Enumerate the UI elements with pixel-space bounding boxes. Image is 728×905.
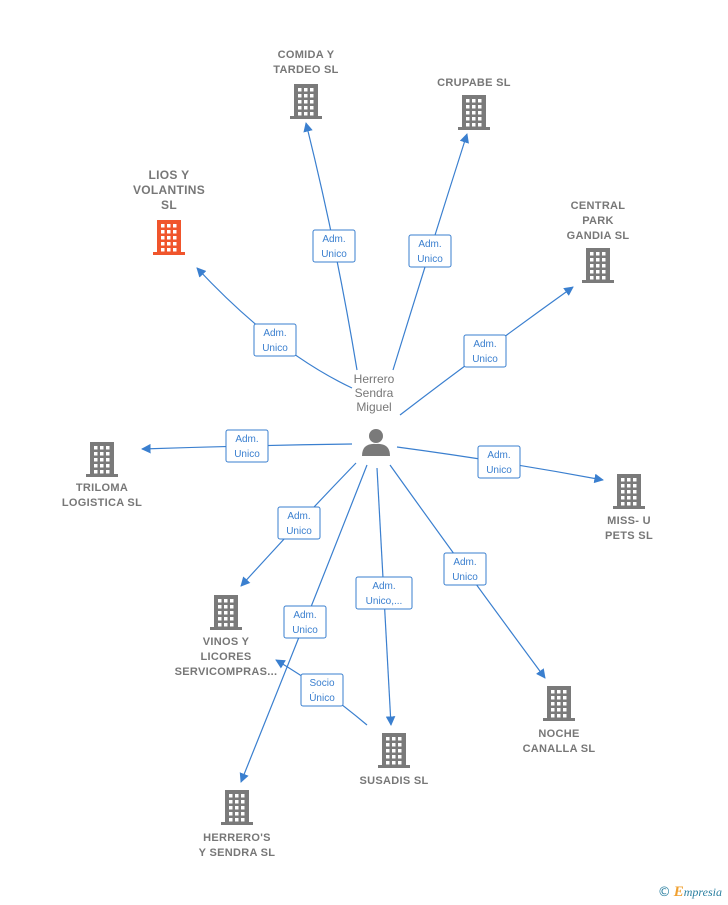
edge-label-box[interactable] <box>225 429 269 463</box>
edge-center-crupabe[interactable]: Adm. Unico <box>392 133 469 371</box>
edge-center-lios[interactable]: Adm. Unico <box>196 267 353 389</box>
brand-logo: ©Empresia <box>657 884 722 900</box>
company-label: COMIDA Y <box>278 49 335 61</box>
company-label: MISS- U <box>607 515 651 527</box>
edge-label: Adm. <box>487 450 510 461</box>
company-node-noche[interactable]: NOCHE CANALLA SL <box>523 686 596 755</box>
person-name-label: Herrero <box>354 372 395 386</box>
building-icon <box>458 95 490 130</box>
building-icon <box>582 248 614 283</box>
building-icon <box>221 790 253 825</box>
company-label: TARDEO SL <box>273 64 338 76</box>
building-icon <box>153 220 185 255</box>
edge-center-miss[interactable]: Adm. Unico <box>396 445 604 484</box>
edge-center-comida[interactable]: Adm. Unico <box>303 122 358 371</box>
edge-label: Unico <box>472 354 498 365</box>
edge-label-box[interactable] <box>408 234 452 268</box>
building-icon <box>290 84 322 119</box>
edge-label: Único <box>309 691 335 704</box>
company-label: CRUPABE SL <box>437 77 511 89</box>
building-icon <box>86 442 118 477</box>
edge-label: Adm. <box>473 339 496 350</box>
edge-label-box[interactable] <box>355 576 413 610</box>
edge-center-herreros[interactable]: Adm. Unico <box>239 464 368 783</box>
company-label: CENTRAL <box>571 200 626 212</box>
edge-center-triloma[interactable]: Adm. Unico <box>141 429 353 463</box>
building-icon <box>543 686 575 721</box>
edge-label: Adm. <box>372 581 395 592</box>
edge-label: Unico <box>321 249 347 260</box>
company-node-vinos[interactable]: VINOS Y LICORES SERVICOMPRAS... <box>175 595 278 678</box>
person-icon <box>362 429 390 456</box>
company-node-central[interactable]: CENTRAL PARK GANDIA SL <box>567 200 630 283</box>
building-icon <box>210 595 242 630</box>
edge-label: Socio <box>309 678 334 689</box>
edge-label-box[interactable] <box>463 334 507 368</box>
company-label: PARK <box>582 215 614 227</box>
edge-label-box[interactable] <box>443 552 487 586</box>
company-node-miss[interactable]: MISS- U PETS SL <box>605 474 653 542</box>
edge-label: Unico <box>292 625 318 636</box>
edge-label: Unico <box>417 254 443 265</box>
person-name-label: Miguel <box>356 400 391 414</box>
edge-label: Unico <box>486 465 512 476</box>
edge-label: Adm. <box>235 434 258 445</box>
company-node-comida[interactable]: COMIDA Y TARDEO SL <box>273 49 338 119</box>
edge-label-box[interactable] <box>277 506 321 540</box>
company-label: SL <box>161 198 177 212</box>
company-node-crupabe[interactable]: CRUPABE SL <box>437 77 511 130</box>
copyright-icon: © <box>657 885 671 900</box>
company-label: VINOS Y <box>203 636 250 648</box>
edge-label: Adm. <box>322 234 345 245</box>
company-label: PETS SL <box>605 530 653 542</box>
edge-label: Unico <box>286 526 312 537</box>
company-label: HERRERO'S <box>203 832 271 844</box>
edge-label-box[interactable] <box>477 445 521 479</box>
company-label: NOCHE <box>538 728 579 740</box>
edge-center-susadis[interactable]: Adm. Unico,... <box>355 467 413 726</box>
company-label: LOGISTICA SL <box>62 497 142 509</box>
building-icon <box>378 733 410 768</box>
edge-label-box[interactable] <box>312 229 356 263</box>
building-icon <box>613 474 645 509</box>
company-label: SUSADIS SL <box>359 775 428 787</box>
edge-label: Unico <box>452 572 478 583</box>
edge-label: Unico <box>234 449 260 460</box>
edge-label: Adm. <box>418 239 441 250</box>
company-label: LIOS Y <box>149 168 190 182</box>
company-node-susadis[interactable]: SUSADIS SL <box>359 733 428 787</box>
edge-label: Unico,... <box>366 596 403 607</box>
edge-label-box[interactable] <box>283 605 327 639</box>
person-name-label: Sendra <box>355 386 394 400</box>
company-label: Y SENDRA SL <box>199 847 276 859</box>
edge-center-central[interactable]: Adm. Unico <box>399 286 574 416</box>
edge-label: Adm. <box>453 557 476 568</box>
edge-label: Adm. <box>263 328 286 339</box>
edge-label: Unico <box>262 343 288 354</box>
edge-center-noche[interactable]: Adm. Unico <box>389 464 546 679</box>
company-label: LICORES <box>201 651 252 663</box>
company-label: SERVICOMPRAS... <box>175 666 278 678</box>
edge-label-box[interactable] <box>300 673 344 707</box>
edge-center-vinos[interactable]: Adm. Unico <box>240 462 357 587</box>
edge-label: Adm. <box>293 610 316 621</box>
company-label: VOLANTINS <box>133 183 205 197</box>
company-label: TRILOMA <box>76 482 128 494</box>
edge-label-box[interactable] <box>253 323 297 357</box>
nodes-layer: COMIDA Y TARDEO SL CRUPABE SL LIOS YVOLANTI… <box>62 49 653 859</box>
edge-label: Adm. <box>287 511 310 522</box>
company-label: GANDIA SL <box>567 230 630 242</box>
company-node-triloma[interactable]: TRILOMA LOGISTICA SL <box>62 442 142 509</box>
company-label: CANALLA SL <box>523 743 596 755</box>
company-node-herreros[interactable]: HERRERO'S Y SENDRA SL <box>199 790 276 859</box>
